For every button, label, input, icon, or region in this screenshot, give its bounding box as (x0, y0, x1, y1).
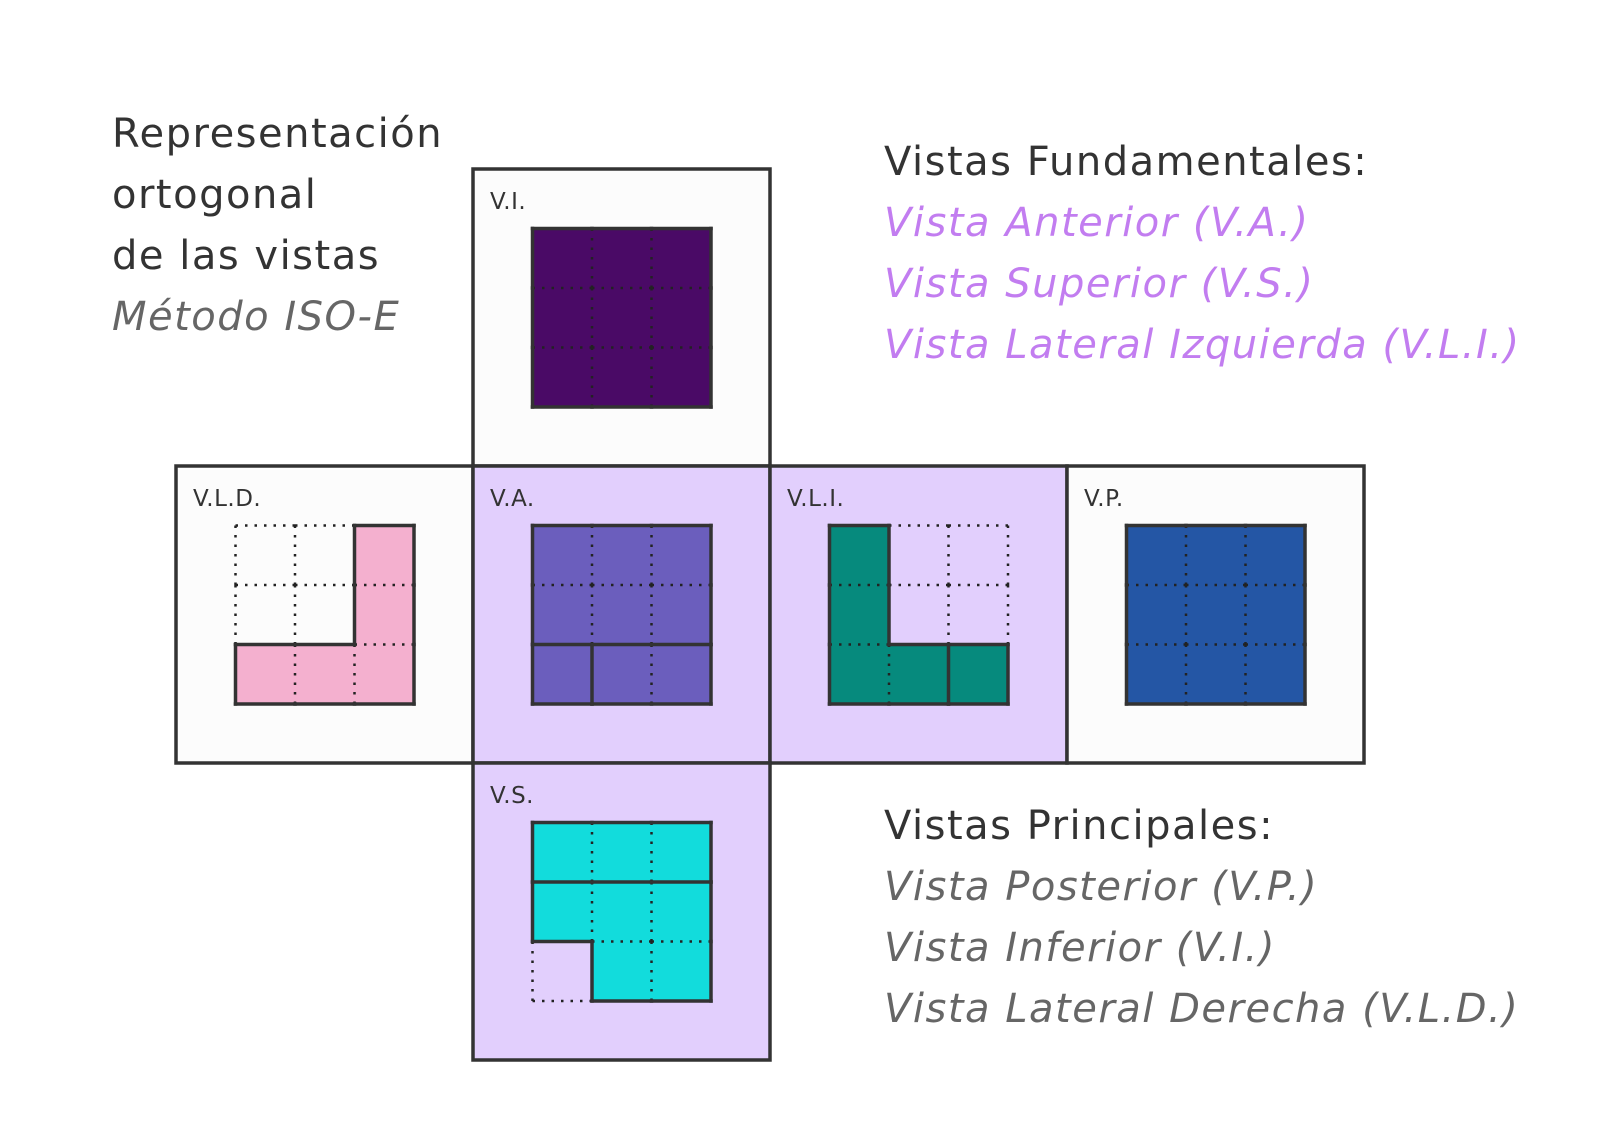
panel-label: V.I. (490, 189, 526, 215)
fundamental-view-item: Vista Lateral Izquierda (V.L.I.) (884, 322, 1521, 368)
filled-cell (354, 644, 415, 705)
filled-cell (1245, 644, 1306, 705)
filled-cell (532, 822, 593, 883)
view-panel-vld: V.L.D. (174, 464, 475, 765)
filled-cell (592, 644, 653, 705)
filled-cell (829, 585, 890, 646)
filled-cell (1186, 644, 1247, 705)
view-panel-va: V.A. (471, 464, 772, 765)
filled-cell (1245, 525, 1306, 586)
panel-label: V.A. (490, 486, 535, 512)
filled-cell (592, 347, 653, 408)
principal-views-legend: Vistas Principales: Vista Posterior (V.P… (884, 796, 1519, 1040)
filled-cell (295, 644, 356, 705)
panel-frame (174, 464, 475, 765)
filled-cell (651, 644, 712, 705)
filled-cell (592, 941, 653, 1002)
panel-label: V.S. (490, 783, 534, 809)
filled-cell (651, 822, 712, 883)
title-block: Representación ortogonal de las vistas M… (112, 104, 443, 348)
filled-cell (829, 644, 890, 705)
filled-cell (651, 347, 712, 408)
title-line: ortogonal (112, 172, 318, 218)
filled-cell (532, 644, 593, 705)
filled-cell (592, 585, 653, 646)
filled-cell (235, 644, 296, 705)
filled-cell (1126, 644, 1187, 705)
filled-cell (651, 288, 712, 349)
filled-cell (592, 228, 653, 289)
view-panel-vli: V.L.I. (768, 464, 1069, 765)
filled-cell (592, 822, 653, 883)
filled-cell (651, 882, 712, 943)
view-panel-vp: V.P. (1065, 464, 1366, 765)
filled-cell (829, 525, 890, 586)
filled-cell (651, 585, 712, 646)
fundamental-views-legend: Vistas Fundamentales: Vista Anterior (V.… (884, 132, 1521, 376)
panel-label: V.L.D. (193, 486, 261, 512)
method-name: Método ISO-E (112, 294, 401, 340)
fundamental-views-heading: Vistas Fundamentales: (884, 139, 1369, 185)
filled-cell (532, 882, 593, 943)
filled-cell (1186, 585, 1247, 646)
filled-cell (651, 525, 712, 586)
fundamental-view-item: Vista Superior (V.S.) (884, 261, 1315, 307)
fundamental-view-item: Vista Anterior (V.A.) (884, 200, 1310, 246)
filled-cell (532, 585, 593, 646)
principal-view-item: Vista Posterior (V.P.) (884, 864, 1319, 910)
filled-cell (948, 644, 1009, 705)
panel-frame (768, 464, 1069, 765)
filled-cell (592, 525, 653, 586)
title-line: de las vistas (112, 233, 381, 279)
filled-cell (532, 288, 593, 349)
filled-cell (1186, 525, 1247, 586)
filled-cell (1126, 525, 1187, 586)
panel-label: V.L.I. (787, 486, 844, 512)
filled-cell (651, 228, 712, 289)
principal-view-item: Vista Lateral Derecha (V.L.D.) (884, 986, 1520, 1032)
filled-cell (532, 228, 593, 289)
filled-cell (354, 585, 415, 646)
principal-view-item: Vista Inferior (V.I.) (884, 925, 1276, 971)
panel-label: V.P. (1084, 486, 1124, 512)
filled-cell (1126, 585, 1187, 646)
view-panel-vs: V.S. (471, 761, 772, 1062)
filled-cell (651, 941, 712, 1002)
filled-cell (592, 288, 653, 349)
principal-views-heading: Vistas Principales: (884, 803, 1275, 849)
filled-cell (532, 347, 593, 408)
filled-cell (1245, 585, 1306, 646)
view-panel-vi: V.I. (471, 167, 772, 468)
filled-cell (354, 525, 415, 586)
title-line: Representación (112, 111, 444, 157)
filled-cell (592, 882, 653, 943)
filled-cell (889, 644, 950, 705)
filled-cell (532, 525, 593, 586)
